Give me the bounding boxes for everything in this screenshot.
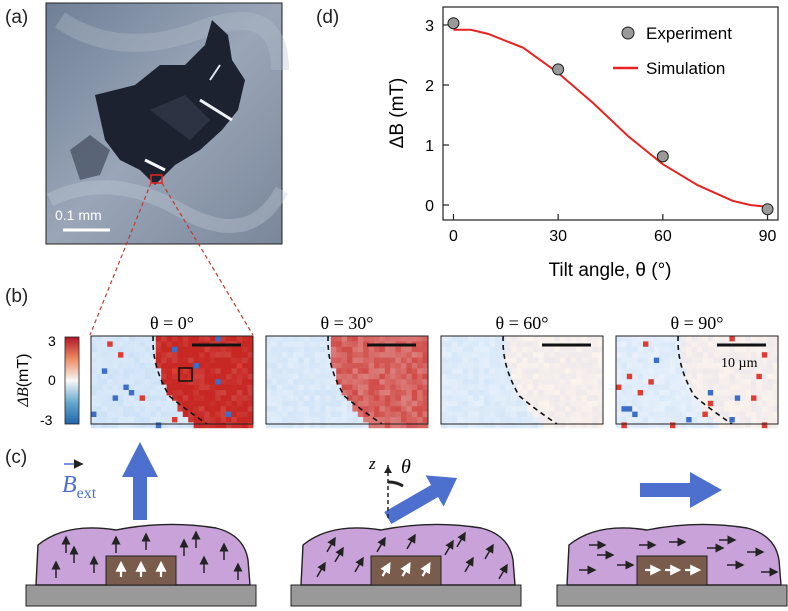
panel-label-b: (b) <box>5 286 28 307</box>
domain-boundary <box>152 335 208 425</box>
flake-moment-arrow <box>400 562 411 577</box>
legend: Experiment Simulation <box>613 24 732 78</box>
colorbar-tick-mid: 0 <box>48 372 56 388</box>
device-0 <box>25 523 257 607</box>
b-ext-label: B <box>62 472 77 498</box>
panel-label-a: (a) <box>5 7 28 28</box>
substrate <box>25 584 257 607</box>
moment-arrow <box>464 556 474 573</box>
map-1 <box>265 335 429 429</box>
map-3: 10 µm <box>615 335 779 429</box>
y-tick-label: 2 <box>425 78 434 95</box>
scale-bar-a-label: 0.1 mm <box>55 207 102 223</box>
colorbar-label-symbol: ΔB <box>15 387 32 407</box>
substrate <box>556 584 788 607</box>
panel-c-illustration: Bext z θ <box>25 442 788 607</box>
chart-frame <box>442 6 779 221</box>
device-1 <box>290 523 522 607</box>
experiment-point <box>447 17 460 30</box>
experiment-point <box>761 203 774 216</box>
y-tick-label: 1 <box>425 138 434 155</box>
colorbar-label-unit: (mT) <box>15 354 32 388</box>
zoom-line-right <box>161 182 254 336</box>
colorbar-tick-top: 3 <box>48 333 56 349</box>
experiment-point <box>656 150 669 163</box>
legend-label-simulation: Simulation <box>646 59 725 78</box>
moment-arrow <box>316 561 326 578</box>
map-theta-label: θ = 90° <box>671 313 724 333</box>
legend-label-experiment: Experiment <box>646 24 732 43</box>
x-tick-label: 60 <box>654 228 672 245</box>
field-maps: θ = 0° θ = 30° θ = 60° 10 µm θ = 90° <box>90 313 779 429</box>
b-ext-arrow-90 <box>640 472 722 508</box>
theta-label: θ <box>401 456 411 478</box>
device-2 <box>556 523 788 607</box>
map-2 <box>440 335 604 429</box>
domain-boundary <box>677 335 733 425</box>
moment-arrow <box>456 531 466 548</box>
chart-x-label: Tilt angle, θ (°) <box>548 260 671 281</box>
x-tick-label: 90 <box>759 228 777 245</box>
region-marker <box>150 174 163 184</box>
chart: 0 30 60 90 0 1 2 3 Experiment Simulation Tilt a… <box>387 6 779 281</box>
moment-arrow <box>326 536 336 553</box>
experiment-point <box>552 63 565 76</box>
y-tick-label: 0 <box>425 198 434 215</box>
b-ext-subscript: ext <box>77 485 97 502</box>
svg-text:ΔB(mT): ΔB(mT) <box>15 354 32 408</box>
domain-boundary <box>327 335 383 425</box>
domain-boundary <box>502 335 558 425</box>
svg-text:Bext: Bext <box>62 472 97 502</box>
map-theta-label: θ = 0° <box>150 313 194 333</box>
substrate <box>290 584 522 607</box>
map-theta-label: θ = 60° <box>496 313 549 333</box>
b-ext-arrow-0 <box>122 442 158 520</box>
legend-marker-experiment <box>621 26 635 40</box>
flake-moment-arrow <box>420 562 431 577</box>
moment-arrow <box>444 539 454 556</box>
moment-arrow <box>498 563 508 580</box>
y-tick-label: 3 <box>425 18 434 35</box>
map-theta-label: θ = 30° <box>321 313 374 333</box>
zoom-line-left <box>89 182 152 336</box>
panel-label-c: (c) <box>5 447 27 468</box>
theta-arc <box>387 480 404 488</box>
b-ext-arrow-30 <box>384 475 458 525</box>
x-tick-label: 30 <box>549 228 567 245</box>
z-axis-label: z <box>368 454 376 473</box>
roi-box <box>178 367 193 382</box>
x-tick-label: 0 <box>449 228 458 245</box>
moment-arrow <box>484 543 494 560</box>
panel-label-d: (d) <box>316 7 339 28</box>
scale-bar-b-label: 10 µm <box>721 356 758 371</box>
map-0 <box>90 335 254 429</box>
moment-arrow <box>406 533 416 550</box>
colorbar: 3 0 -3 ΔB(mT) <box>15 333 80 428</box>
moment-arrow <box>354 556 364 573</box>
moment-arrow <box>376 536 386 553</box>
moment-arrow <box>334 546 344 563</box>
flake-moment-arrow <box>380 562 391 577</box>
chart-y-label: ΔB (mT) <box>387 78 408 149</box>
micrograph: 0.1 mm <box>45 2 289 245</box>
simulation-line <box>453 28 768 208</box>
colorbar-tick-bottom: -3 <box>40 412 53 428</box>
